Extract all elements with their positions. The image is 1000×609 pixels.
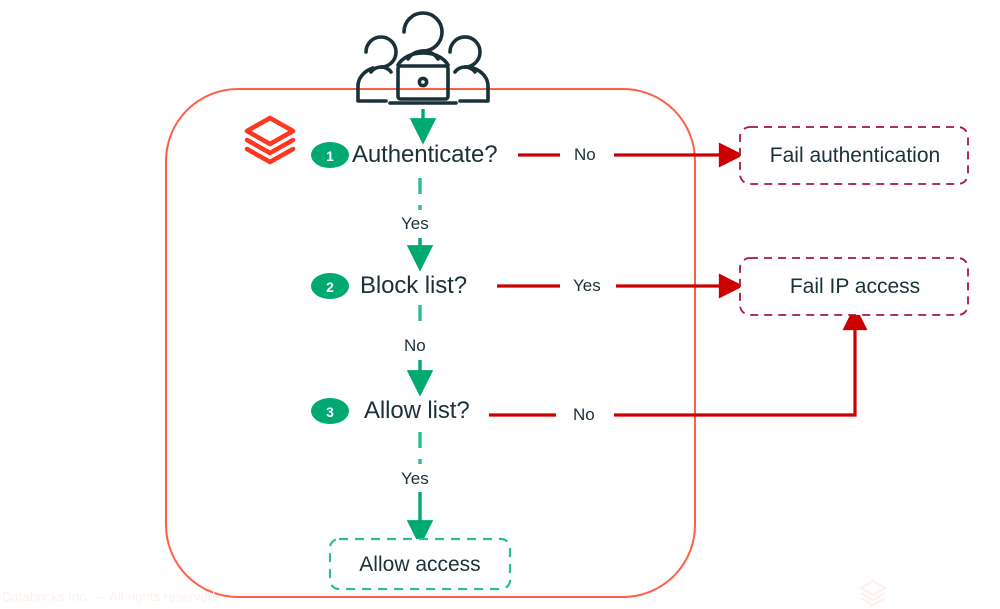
branch-label-blocklist-no: No — [404, 336, 426, 355]
step-badge-1 — [311, 142, 349, 168]
branch-label-blocklist-yes: Yes — [573, 276, 601, 295]
databricks-layers-icon — [244, 115, 296, 165]
fail-ip-access-box — [739, 257, 969, 316]
footer-copyright: Databricks Inc. — All rights reserved — [2, 589, 216, 604]
step-badge-1-number: 1 — [326, 148, 334, 164]
allow-access-label[interactable]: Allow access — [359, 553, 481, 576]
workspace-boundary-outline — [165, 88, 696, 598]
databricks-layers-watermark — [859, 579, 887, 607]
fail-authentication-box — [739, 126, 969, 185]
branch-label-allowlist-no: No — [573, 405, 595, 424]
step-badge-2-number: 2 — [326, 279, 334, 295]
decision-authenticate-label[interactable]: Authenticate? — [352, 141, 498, 168]
step-badge-3 — [311, 398, 349, 424]
allow-access-box — [328, 537, 512, 591]
branch-label-allowlist-yes: Yes — [401, 469, 429, 488]
users-at-laptop-icon — [356, 11, 490, 105]
step-badge-2 — [311, 273, 349, 299]
decision-allowlist-label[interactable]: Allow list? — [364, 397, 470, 424]
step-badge-3-number: 3 — [326, 404, 334, 420]
fail-authentication-label[interactable]: Fail authentication — [769, 144, 941, 167]
decision-blocklist-label[interactable]: Block list? — [360, 272, 467, 299]
connector-allowlist-no — [489, 305, 868, 417]
branch-label-authenticate-no: No — [574, 145, 596, 164]
branch-label-authenticate-yes: Yes — [401, 214, 429, 233]
fail-ip-access-label[interactable]: Fail IP access — [789, 275, 921, 298]
